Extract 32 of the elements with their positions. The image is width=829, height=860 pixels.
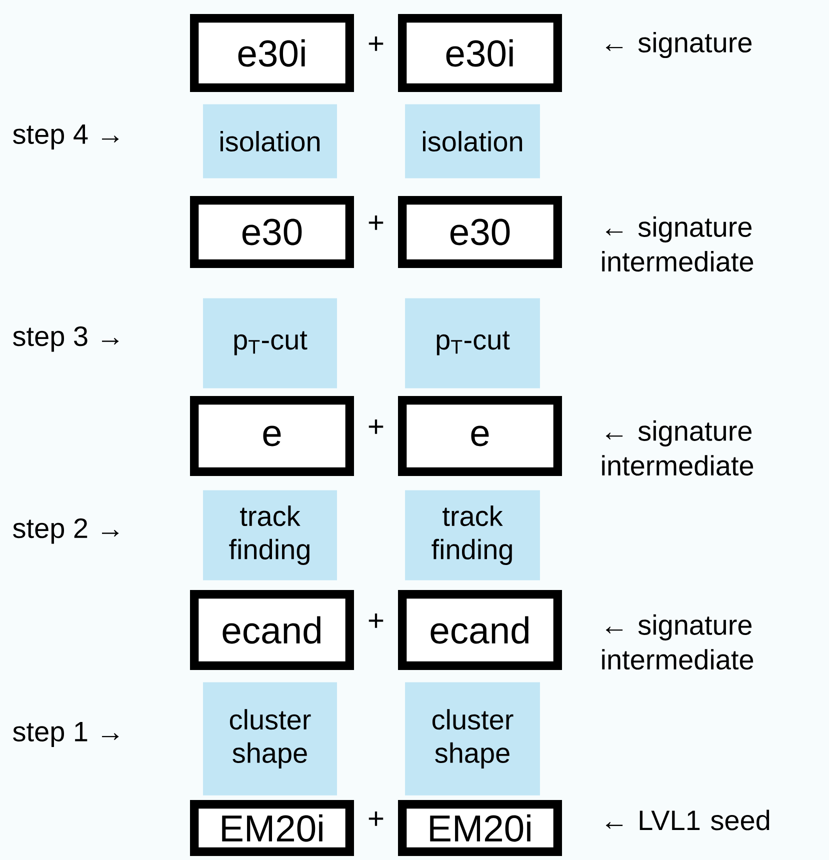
step-box: p$_{T}$-cut	[203, 298, 337, 388]
signature-box: ecand	[398, 590, 562, 670]
step-box: cluster shape	[405, 682, 540, 796]
plus-sign: +	[368, 614, 384, 628]
plus-sign: +	[368, 36, 384, 51]
signature-box: e	[398, 396, 562, 476]
level-note: ← signature intermediate	[602, 216, 754, 272]
signature-box: e30	[398, 196, 562, 268]
plus-sign: +	[368, 420, 384, 434]
signature-box: e30i	[398, 14, 562, 92]
signature-box: e30i	[190, 14, 354, 92]
step-box: track finding	[203, 490, 337, 580]
signature-box: e	[190, 396, 354, 476]
level-note: ← signature intermediate	[602, 614, 754, 670]
plus-sign: +	[368, 216, 384, 230]
step-label: step 1 →	[13, 722, 119, 748]
level-note: ← signature	[606, 32, 752, 58]
signature-box: e30	[190, 196, 354, 268]
signature-box: ecand	[190, 590, 354, 670]
level-note: ← signature intermediate	[602, 420, 754, 476]
step-label: step 4 →	[13, 124, 119, 150]
signature-box: EM20i	[190, 800, 354, 856]
plus-sign: +	[368, 812, 384, 826]
step-label: step 3 →	[13, 326, 119, 352]
level-note: ← LVL1 seed	[606, 810, 770, 830]
step-box: isolation	[405, 104, 540, 178]
step-label: step 2 →	[13, 518, 119, 544]
step-box: isolation	[203, 104, 337, 178]
step-box: p$_{T}$-cut	[405, 298, 540, 388]
step-box: cluster shape	[203, 682, 337, 796]
signature-box: EM20i	[398, 800, 562, 856]
step-box: track finding	[405, 490, 540, 580]
